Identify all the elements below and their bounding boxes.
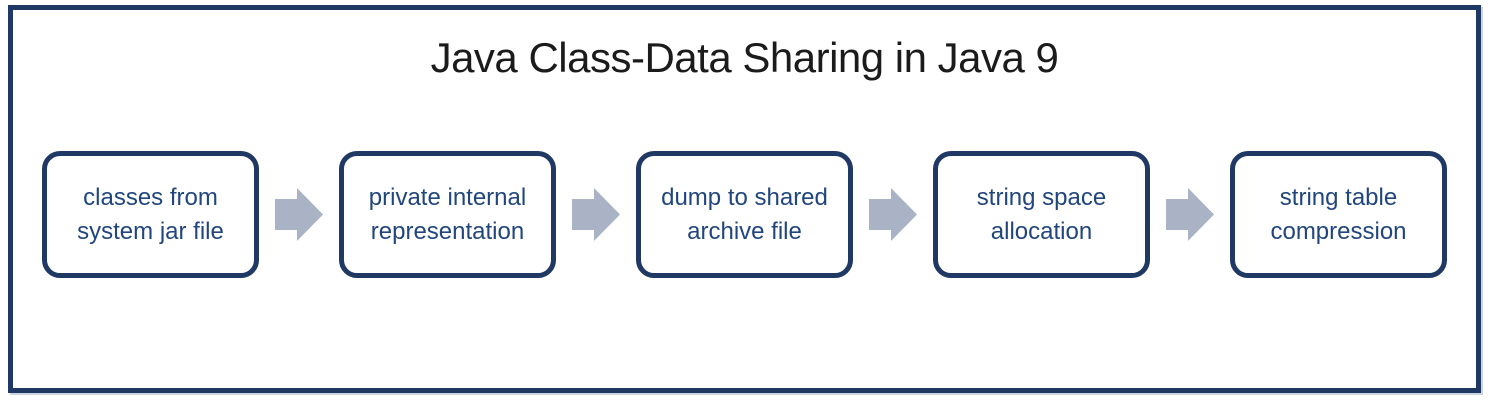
right-block-arrow-icon — [869, 188, 917, 241]
step-box-string-table-compression: string table compression — [1230, 151, 1447, 278]
diagram-frame: Java Class-Data Sharing in Java 9 classe… — [8, 5, 1481, 393]
step-label: private internal representation — [368, 184, 527, 245]
diagram-title: Java Class-Data Sharing in Java 9 — [430, 34, 1059, 81]
step-label: dump to shared archive file — [661, 184, 828, 245]
step-box-string-space-allocation: string space allocation — [933, 151, 1150, 278]
step-box-private-internal-representation: private internal representation — [339, 151, 556, 278]
step-label: string table compression — [1270, 184, 1407, 245]
right-block-arrow-icon — [1166, 188, 1214, 241]
step-label: string space allocation — [976, 184, 1107, 245]
right-block-arrow-icon — [572, 188, 620, 241]
step-label: classes from system jar file — [77, 184, 224, 245]
step-box-dump-to-shared-archive: dump to shared archive file — [636, 151, 853, 278]
flow-row: classes from system jar file private int… — [13, 151, 1476, 278]
right-block-arrow-icon — [275, 188, 323, 241]
step-box-classes-from-system-jar: classes from system jar file — [42, 151, 259, 278]
